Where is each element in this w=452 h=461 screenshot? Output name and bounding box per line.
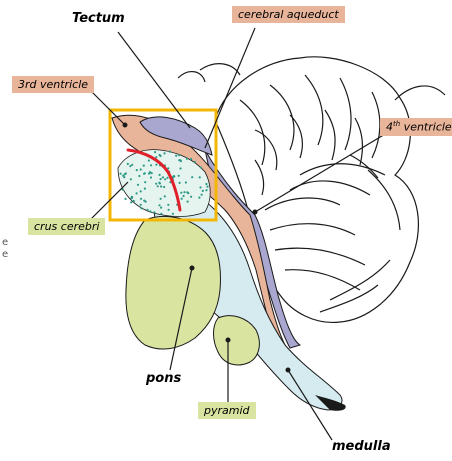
stipple-dot xyxy=(155,164,157,166)
stipple-dot xyxy=(149,171,151,173)
stipple-dot xyxy=(163,152,165,154)
stipple-dot xyxy=(143,200,145,202)
stipple-dot xyxy=(179,167,181,169)
stipple-dot xyxy=(122,175,124,177)
stipple-dot xyxy=(159,154,161,156)
stipple-dot xyxy=(127,163,129,165)
stipple-dot xyxy=(164,195,166,197)
stipple-dot xyxy=(160,207,162,209)
cut-off-text-1: e xyxy=(2,238,8,248)
stipple-dot xyxy=(164,178,166,180)
stipple-dot xyxy=(146,209,148,211)
stipple-dot xyxy=(186,191,188,193)
stipple-dot xyxy=(157,185,159,187)
stipple-dot xyxy=(178,154,180,156)
stipple-dot xyxy=(180,192,182,194)
stipple-dot xyxy=(167,204,169,206)
stipple-dot xyxy=(140,204,142,206)
stipple-dot xyxy=(160,185,162,187)
stipple-dot xyxy=(133,200,135,202)
stipple-dot xyxy=(199,186,201,188)
third-ventricle-label: 3rd ventricle xyxy=(12,76,94,93)
stipple-dot xyxy=(175,155,177,157)
stipple-dot xyxy=(137,184,139,186)
stipple-dot xyxy=(140,207,142,209)
stipple-dot xyxy=(131,196,133,198)
stipple-dot xyxy=(144,188,146,190)
stipple-dot xyxy=(187,201,189,203)
stipple-dot xyxy=(130,178,132,180)
stipple-dot xyxy=(198,197,200,199)
stipple-dot xyxy=(160,198,162,200)
medulla-label: medulla xyxy=(332,440,391,453)
stipple-dot xyxy=(143,165,145,167)
pyramid-label: pyramid xyxy=(198,402,256,419)
stipple-dot xyxy=(158,204,160,206)
tectum-leader xyxy=(118,32,190,128)
stipple-dot xyxy=(144,172,146,174)
fourth-ventricle-label: 4th ventricle xyxy=(380,118,452,136)
stipple-dot xyxy=(186,158,188,160)
stipple-dot xyxy=(154,151,156,153)
stipple-dot xyxy=(201,194,203,196)
third-ventricle-leader xyxy=(88,88,125,125)
stipple-dot xyxy=(148,159,150,161)
stipple-dot xyxy=(129,165,131,167)
stipple-dot xyxy=(199,176,201,178)
cut-off-text-2: e xyxy=(2,250,8,260)
fourth-ventricle-number: 4 xyxy=(386,121,393,134)
stipple-dot xyxy=(150,176,152,178)
stipple-dot xyxy=(206,186,208,188)
tectum-label: Tectum xyxy=(72,12,125,25)
stipple-dot xyxy=(185,181,187,183)
pons-label: pons xyxy=(146,372,181,385)
stipple-dot xyxy=(120,173,122,175)
stipple-dot xyxy=(140,168,142,170)
stipple-dot xyxy=(173,175,175,177)
stipple-dot xyxy=(190,196,192,198)
stipple-dot xyxy=(160,213,162,215)
stipple-dot xyxy=(131,164,133,166)
stipple-dot xyxy=(169,151,171,153)
stipple-dot xyxy=(166,177,168,179)
stipple-dot xyxy=(130,201,132,203)
stipple-dot xyxy=(181,198,183,200)
stipple-dot xyxy=(149,210,151,212)
stipple-dot xyxy=(138,175,140,177)
stipple-dot xyxy=(202,190,204,192)
stipple-dot xyxy=(162,176,164,178)
stipple-dot xyxy=(205,189,207,191)
stipple-dot xyxy=(136,169,138,171)
stipple-dot xyxy=(172,213,174,215)
fourth-ventricle-text: ventricle xyxy=(400,121,452,134)
stipple-dot xyxy=(158,182,160,184)
stipple-dot xyxy=(190,158,192,160)
stipple-dot xyxy=(163,186,165,188)
crus-cerebri-label: crus cerebri xyxy=(28,218,105,235)
cerebral-aqueduct-label: cerebral aqueduct xyxy=(232,6,345,23)
stipple-dot xyxy=(150,164,152,166)
stipple-dot xyxy=(144,181,146,183)
stipple-dot xyxy=(140,198,142,200)
stipple-dot xyxy=(180,160,182,162)
stipple-dot xyxy=(159,174,161,176)
pons-region xyxy=(126,216,221,349)
stipple-dot xyxy=(155,183,157,185)
stipple-dot xyxy=(168,209,170,211)
stipple-dot xyxy=(191,176,193,178)
stipple-dot xyxy=(183,195,185,197)
stipple-dot xyxy=(194,161,196,163)
stipple-dot xyxy=(124,198,126,200)
stipple-dot xyxy=(178,175,180,177)
stipple-dot xyxy=(200,166,202,168)
stipple-dot xyxy=(140,190,142,192)
stipple-dot xyxy=(153,211,155,213)
stipple-dot xyxy=(160,178,162,180)
stipple-dot xyxy=(136,192,138,194)
stipple-dot xyxy=(205,183,207,185)
stipple-dot xyxy=(179,182,181,184)
stipple-dot xyxy=(183,191,185,193)
